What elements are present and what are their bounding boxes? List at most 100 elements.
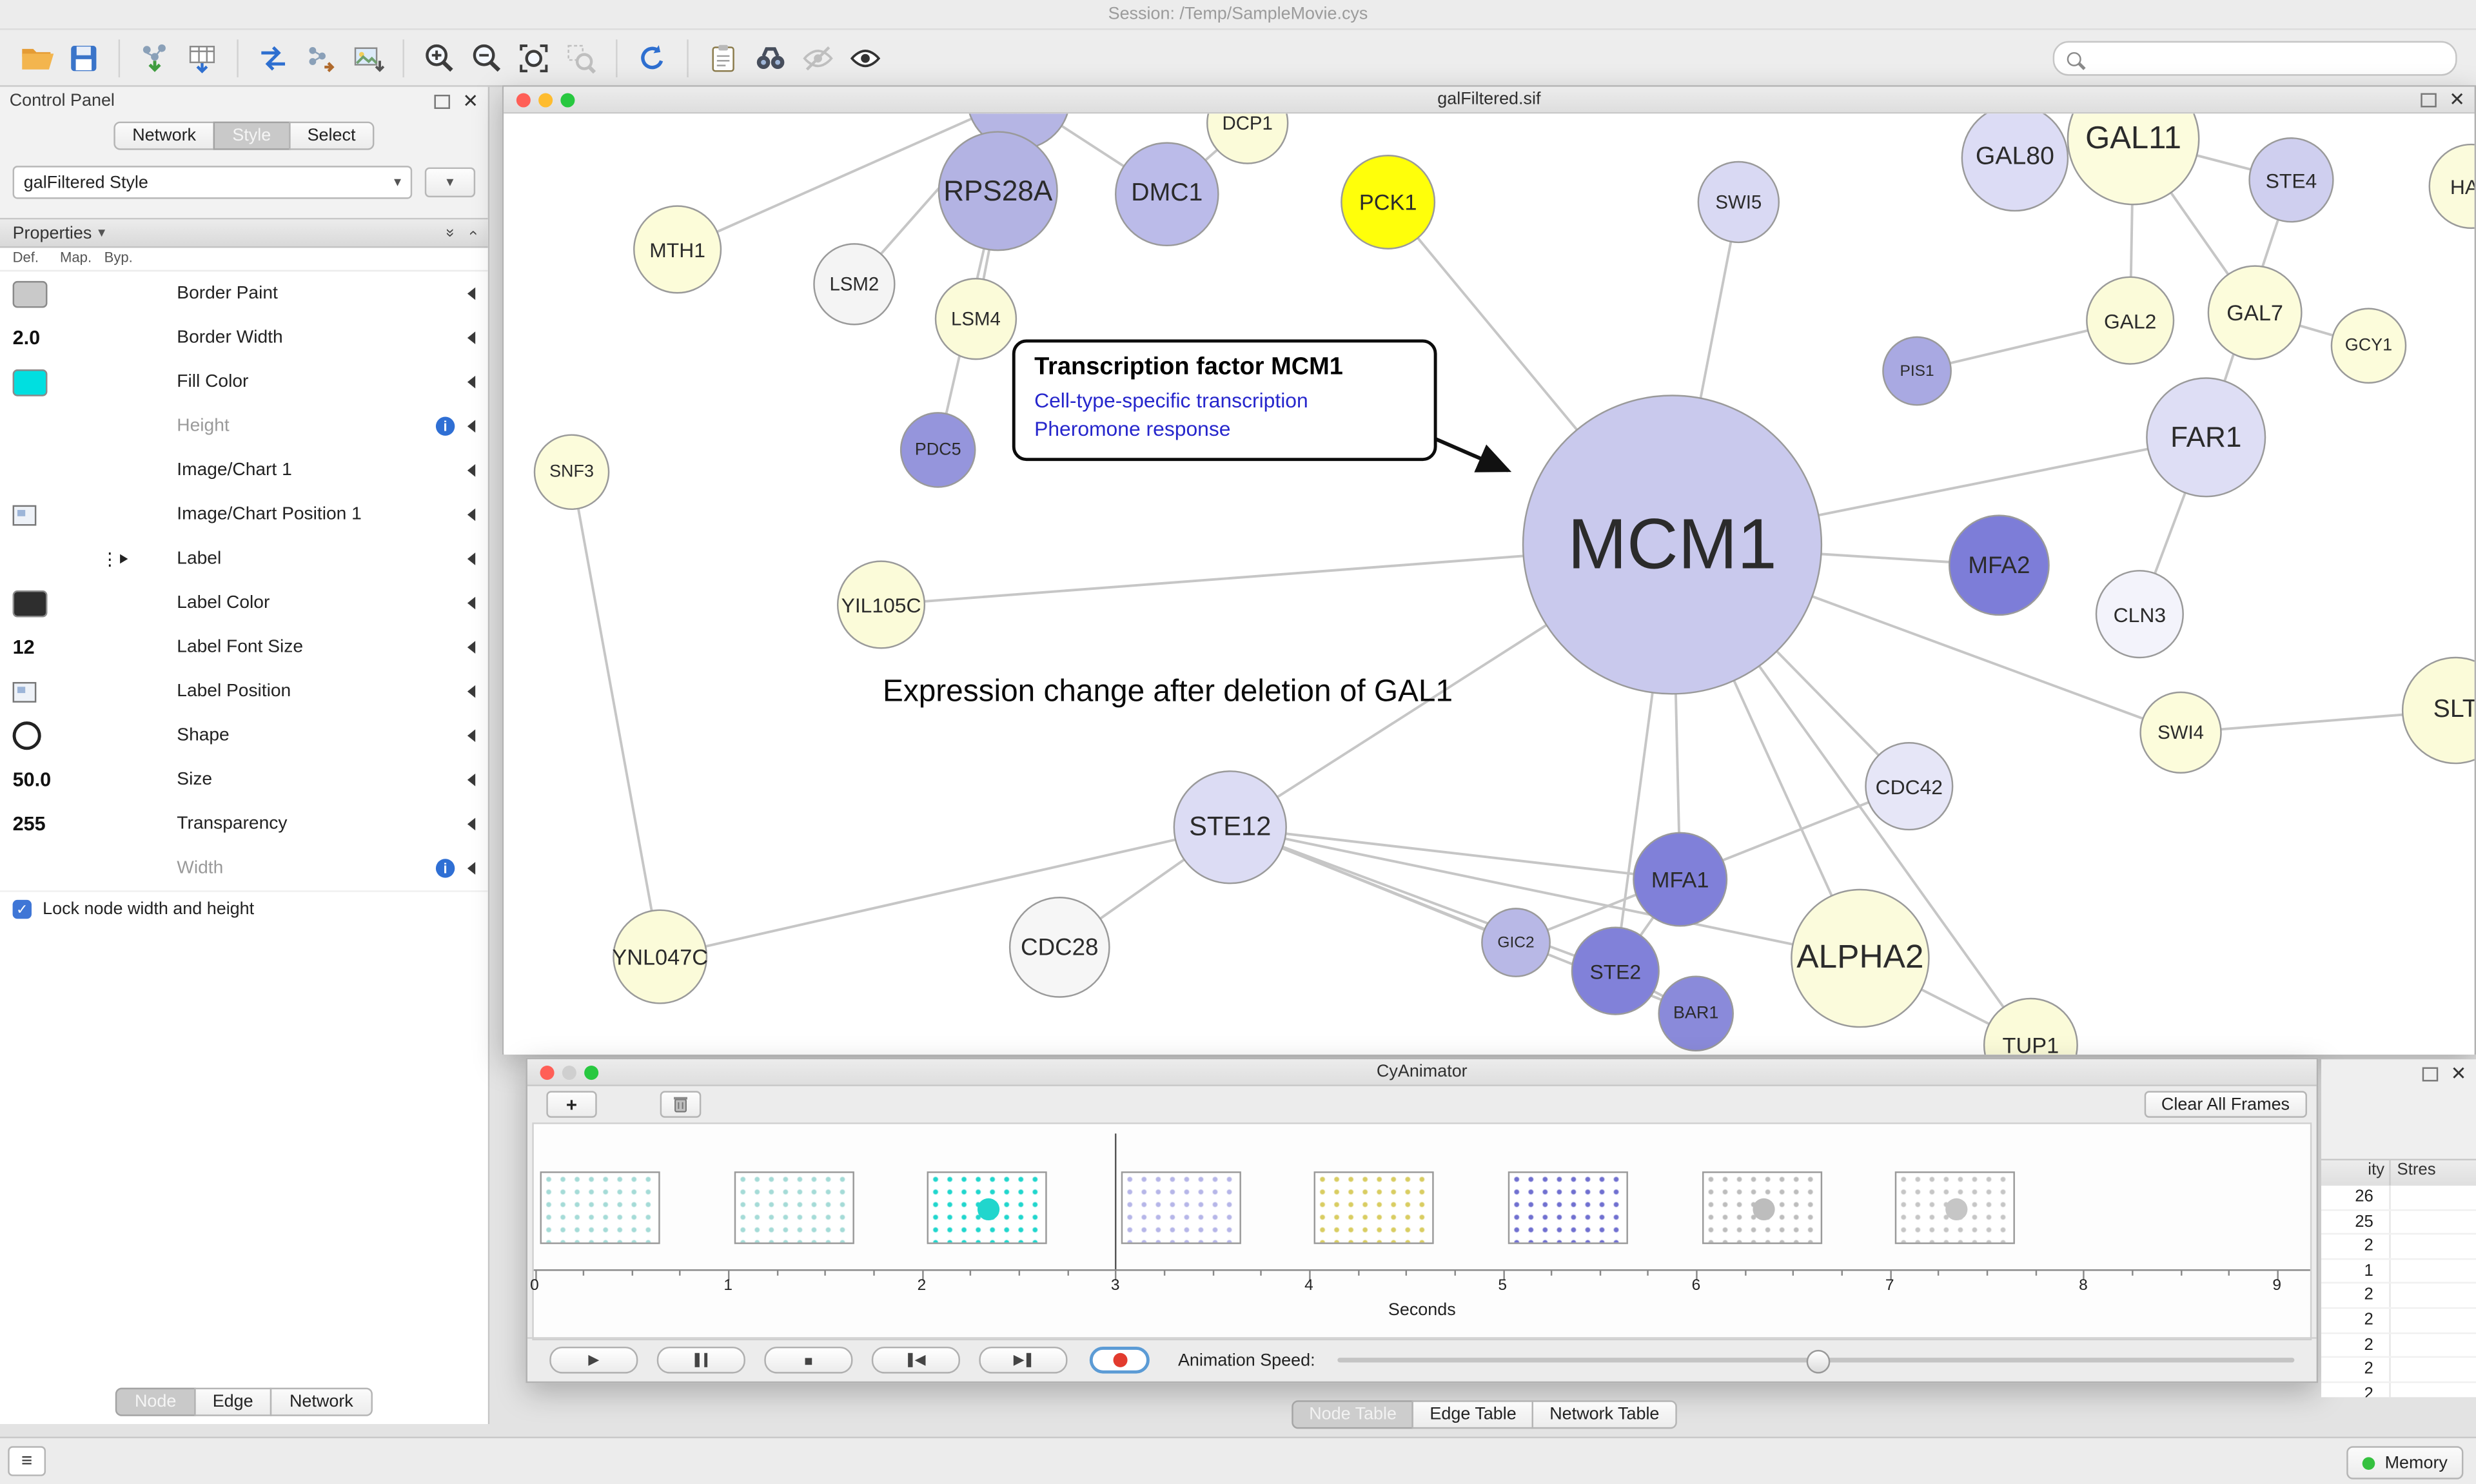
- network-node-gcy1[interactable]: GCY1: [2330, 308, 2407, 384]
- checkbox-checked-icon[interactable]: [12, 899, 32, 919]
- memory-button[interactable]: Memory: [2346, 1446, 2464, 1479]
- tab-style[interactable]: Style: [213, 121, 290, 150]
- delete-frame-button[interactable]: [660, 1091, 702, 1118]
- network-node-ste2[interactable]: STE2: [1571, 926, 1660, 1015]
- color-swatch[interactable]: [12, 280, 48, 308]
- property-row-image-chart-position-1[interactable]: Image/Chart Position 1: [0, 493, 488, 537]
- table-column-header[interactable]: Stres: [2397, 1160, 2436, 1180]
- network-node-cdc42[interactable]: CDC42: [1865, 742, 1954, 831]
- network-edge[interactable]: [660, 826, 1231, 958]
- frame-thumbnail[interactable]: [1702, 1171, 1822, 1244]
- collapse-chevron-icon[interactable]: [467, 596, 476, 610]
- network-canvas[interactable]: RPS28ADMC1DCP1PCK1SWI5GAL80GAL11STE4HAPM…: [504, 113, 2475, 1055]
- minimize-window-icon[interactable]: [562, 1064, 576, 1079]
- network-node-pck1[interactable]: PCK1: [1341, 155, 1436, 249]
- close-window-icon[interactable]: [516, 92, 531, 107]
- network-node-swi4[interactable]: SWI4: [2139, 691, 2222, 774]
- frame-thumbnail[interactable]: [1895, 1171, 2016, 1244]
- frame-thumbnail[interactable]: [1508, 1171, 1628, 1244]
- collapse-chevron-icon[interactable]: [467, 817, 476, 831]
- lock-size-row[interactable]: Lock node width and height: [0, 890, 488, 926]
- default-value-cell[interactable]: [0, 368, 101, 396]
- network-node-ste12[interactable]: STE12: [1173, 770, 1287, 884]
- network-edge[interactable]: [676, 113, 1019, 251]
- network-node-lsm4[interactable]: LSM4: [934, 278, 1017, 360]
- table-column-header[interactable]: ity: [2321, 1160, 2391, 1186]
- network-node-alpha2[interactable]: ALPHA2: [1791, 888, 1930, 1028]
- network-edge[interactable]: [570, 471, 662, 957]
- collapse-chevron-icon[interactable]: [467, 774, 476, 786]
- close-window-icon[interactable]: ✕: [2449, 88, 2465, 111]
- panel-menu-button[interactable]: ≡: [8, 1446, 46, 1476]
- property-row-height[interactable]: Height: [0, 404, 488, 449]
- ellipse-shape-icon[interactable]: [12, 721, 41, 750]
- tab-network-table[interactable]: Network Table: [1532, 1400, 1677, 1429]
- zoom-window-icon[interactable]: [560, 92, 575, 107]
- network-node-yil105c[interactable]: YIL105C: [836, 560, 926, 649]
- network-node-ste4[interactable]: STE4: [2248, 137, 2334, 223]
- open-session-button[interactable]: [14, 35, 59, 80]
- collapse-chevron-icon[interactable]: [467, 331, 476, 344]
- collapse-chevron-icon[interactable]: [467, 729, 476, 743]
- collapse-chevron-icon[interactable]: [467, 464, 476, 477]
- collapse-chevron-icon[interactable]: [467, 420, 476, 433]
- export-image-button[interactable]: [346, 35, 390, 80]
- save-session-button[interactable]: [62, 35, 106, 80]
- table-row[interactable]: 2: [2321, 1284, 2476, 1309]
- default-value-cell[interactable]: [0, 280, 101, 308]
- network-node-gic2[interactable]: GIC2: [1481, 908, 1551, 977]
- default-value-cell[interactable]: 50.0: [0, 769, 101, 791]
- find-neighbors-button[interactable]: [749, 35, 793, 80]
- network-node-snf3[interactable]: SNF3: [533, 434, 610, 511]
- close-panel-icon[interactable]: ✕: [2450, 1062, 2467, 1085]
- frame-thumbnail[interactable]: [540, 1171, 660, 1244]
- collapse-chevron-icon[interactable]: [467, 641, 476, 654]
- table-row[interactable]: 1: [2321, 1259, 2476, 1284]
- frame-thumbnail[interactable]: [927, 1171, 1048, 1244]
- annotation-box[interactable]: Transcription factor MCM1 Cell-type-spec…: [1012, 339, 1437, 462]
- add-frame-button[interactable]: +: [546, 1091, 597, 1118]
- default-value-cell[interactable]: [0, 681, 101, 702]
- collapse-all-icon[interactable]: »: [441, 228, 459, 238]
- network-node-pdc5[interactable]: PDC5: [899, 412, 976, 488]
- zoom-out-button[interactable]: [464, 35, 509, 80]
- collapse-chevron-icon[interactable]: [467, 287, 476, 300]
- import-network-button[interactable]: [133, 35, 177, 80]
- properties-header[interactable]: Properties ▾ » ›: [0, 217, 488, 248]
- panel-tab-edge[interactable]: Edge: [193, 1387, 273, 1416]
- tab-node-table[interactable]: Node Table: [1292, 1400, 1414, 1429]
- info-icon[interactable]: [435, 859, 455, 878]
- tab-edge-table[interactable]: Edge Table: [1412, 1400, 1534, 1429]
- property-row-border-paint[interactable]: Border Paint: [0, 271, 488, 316]
- search-box[interactable]: [2052, 41, 2457, 76]
- property-row-label[interactable]: ⋮Label: [0, 537, 488, 581]
- mapping-cell[interactable]: ⋮: [101, 549, 142, 569]
- default-value-cell[interactable]: [0, 721, 101, 750]
- default-value-cell[interactable]: [0, 504, 101, 525]
- hide-selected-button[interactable]: [796, 35, 840, 80]
- previous-frame-button[interactable]: ◀: [871, 1346, 960, 1374]
- collapse-chevron-icon[interactable]: [467, 862, 476, 875]
- table-row[interactable]: 2: [2321, 1382, 2476, 1398]
- network-edge[interactable]: [1230, 826, 1680, 881]
- color-swatch[interactable]: [12, 368, 48, 396]
- minimize-window-icon[interactable]: [538, 92, 553, 107]
- expand-icon[interactable]: ›: [464, 230, 482, 236]
- default-value-cell[interactable]: 12: [0, 636, 101, 658]
- close-window-icon[interactable]: [540, 1064, 555, 1079]
- property-row-fill-color[interactable]: Fill Color: [0, 360, 488, 404]
- panel-tab-node[interactable]: Node: [115, 1387, 195, 1416]
- table-row[interactable]: 2: [2321, 1358, 2476, 1383]
- annotation-link-2[interactable]: Pheromone response: [1034, 416, 1231, 441]
- color-swatch[interactable]: [12, 589, 48, 617]
- table-row[interactable]: 25: [2321, 1210, 2476, 1235]
- tab-network[interactable]: Network: [113, 121, 215, 150]
- playhead[interactable]: [1115, 1133, 1117, 1269]
- pause-button[interactable]: [656, 1346, 745, 1374]
- search-input[interactable]: [2090, 47, 2443, 70]
- record-button[interactable]: [1089, 1346, 1150, 1374]
- property-row-width[interactable]: Width: [0, 846, 488, 891]
- collapse-chevron-icon[interactable]: [467, 552, 476, 565]
